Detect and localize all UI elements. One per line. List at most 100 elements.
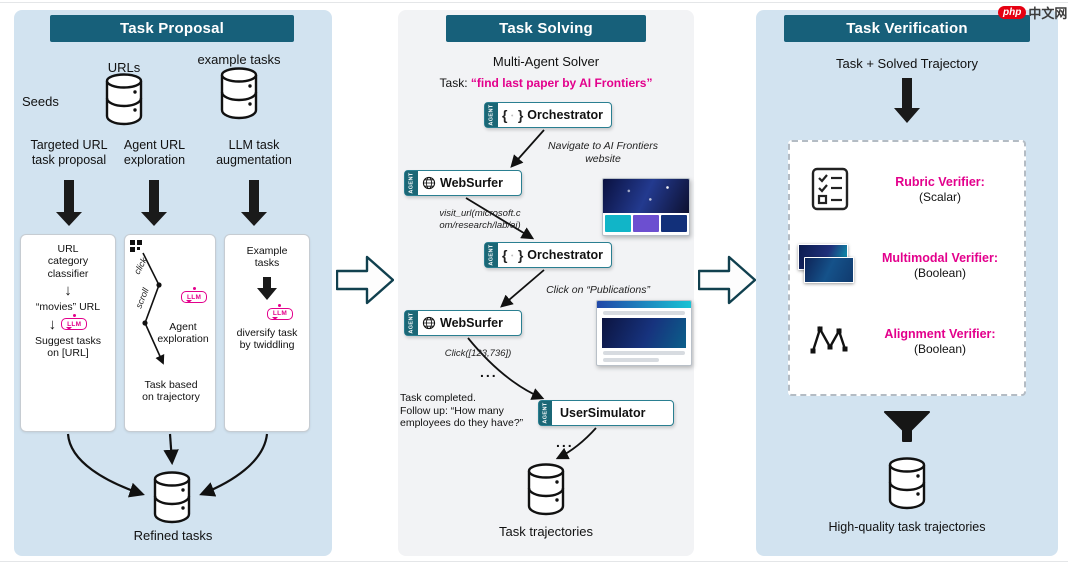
- agent-tag-label: AGENT: [488, 244, 495, 266]
- websurfer-label: WebSurfer: [440, 316, 503, 330]
- websurfer-box-2: AGENT WebSurfer: [404, 310, 522, 336]
- websurfer-box-1: AGENT WebSurfer: [404, 170, 522, 196]
- multi-agent-solver-label: Multi-Agent Solver: [492, 54, 600, 69]
- page-divider-top: [0, 2, 1068, 3]
- followup-text: Task completed. Follow up: “How many emp…: [400, 392, 524, 430]
- path-graph-icon: [810, 325, 848, 354]
- exploration-trajectory: click scroll: [132, 252, 165, 365]
- agent-tag: AGENT: [405, 171, 418, 195]
- rubric-verifier-type: (Scalar): [918, 190, 961, 205]
- checklist-icon: [811, 167, 849, 211]
- agent-tag: AGENT: [485, 243, 498, 267]
- agent-tag-label: AGENT: [408, 172, 415, 194]
- globe-icon: [422, 316, 436, 330]
- database-icon-hq-trajectories: [888, 457, 926, 510]
- screenshot-header-band: [597, 301, 691, 308]
- navigate-note: Navigate to AI Frontiers website: [548, 140, 658, 166]
- task-verification-title: Task Verification: [846, 20, 968, 37]
- rubric-verifier-name: Rubric Verifier:: [895, 175, 985, 189]
- orchestrator-label: Orchestrator: [527, 248, 603, 262]
- llm-icon: LLM: [61, 314, 88, 330]
- funnel-icon: [884, 411, 930, 442]
- task-line: Task: “find last paper by AI Frontiers”: [398, 76, 694, 90]
- llm-label: LLM: [187, 293, 202, 301]
- database-icon-task-trajectories: [527, 463, 565, 516]
- trajectory-node: [142, 320, 148, 326]
- method-agent-exploration-label: Agent URL exploration: [123, 138, 186, 167]
- screenshot-hero-image: [602, 318, 686, 348]
- database-icon-refined-tasks: [153, 471, 191, 524]
- method-targeted-url-label: Targeted URL task proposal: [30, 138, 108, 167]
- scroll-action-label: scroll: [134, 286, 152, 310]
- llm-label: LLM: [67, 320, 82, 328]
- orchestrator-box-2: AGENT { } Orchestrator: [484, 242, 612, 268]
- task-proposal-header: Task Proposal: [50, 15, 294, 42]
- task-verification-header: Task Verification: [784, 15, 1030, 42]
- down-arrow-icon: [894, 78, 920, 123]
- task-solving-title: Task Solving: [499, 20, 593, 37]
- method-llm-augmentation-label: LLM task augmentation: [216, 138, 292, 167]
- rubric-verifier-text: Rubric Verifier: (Scalar): [860, 174, 1020, 204]
- down-arrow-icon: [257, 276, 277, 300]
- task-trajectories-label: Task trajectories: [499, 524, 593, 539]
- url-classifier-box: URL category classifier ↓ “movies” URL ↓…: [20, 234, 116, 432]
- ellipsis: ...: [480, 364, 498, 380]
- agent-tag-label: AGENT: [408, 312, 415, 334]
- click-publications-note: Click on “Publications”: [546, 284, 650, 296]
- screenshots-icon: [798, 244, 858, 286]
- hq-trajectories-label: High-quality task trajectories: [828, 520, 986, 534]
- panel-task-solving: Task Solving Multi-Agent Solver Task: “f…: [398, 10, 694, 556]
- urls-label: URLs: [107, 60, 141, 75]
- orchestrator-icon: }: [517, 107, 524, 123]
- php-logo-icon: php: [998, 6, 1027, 19]
- agent-tag: AGENT: [485, 103, 498, 127]
- watermark: php 中文网: [998, 3, 1067, 22]
- orchestrator-icon: }: [517, 247, 524, 263]
- panel-task-verification: Task Verification Task + Solved Trajecto…: [756, 10, 1058, 556]
- screenshot-hero-image: [603, 179, 689, 213]
- usersimulator-box: AGENT UserSimulator: [538, 400, 674, 426]
- orchestrator-box-1: AGENT { } Orchestrator: [484, 102, 612, 128]
- alignment-verifier-name: Alignment Verifier:: [884, 327, 996, 341]
- agent-tag-label: AGENT: [488, 104, 495, 126]
- orchestrator-icon: {: [502, 107, 508, 123]
- screenshot-card-row: [603, 213, 689, 234]
- ellipsis: ...: [556, 434, 574, 450]
- example-tasks-label: example tasks: [197, 52, 281, 67]
- click-coords-note: Click([123,736]): [444, 348, 512, 359]
- orchestrator-label: Orchestrator: [527, 108, 603, 122]
- visit-url-note: visit_url(microsoft.c om/research/lab/ai…: [439, 208, 521, 231]
- screenshot-card: [605, 215, 631, 232]
- screenshot-card: [661, 215, 687, 232]
- agent-tag: AGENT: [405, 311, 418, 335]
- down-arrow-icon: ↓: [48, 315, 57, 333]
- url-classifier-step: URL category classifier: [47, 243, 89, 280]
- orchestrator-icon: {: [502, 247, 508, 263]
- llm-label: LLM: [272, 310, 288, 318]
- screenshot-text-line: [603, 351, 685, 355]
- database-icon-example-tasks: [220, 67, 258, 120]
- alignment-verifier-type: (Boolean): [913, 342, 967, 357]
- page-divider-bottom: [0, 561, 1068, 562]
- suggest-tasks-step: Suggest tasks on [URL]: [35, 334, 101, 359]
- multimodal-verifier-name: Multimodal Verifier:: [882, 251, 998, 265]
- agent-exploration-label: Agent exploration: [157, 321, 209, 346]
- seeds-label: Seeds: [22, 94, 59, 109]
- task-quote: “find last paper by AI Frontiers”: [470, 76, 653, 90]
- diversify-task-step: diversify task by twiddling: [236, 326, 298, 352]
- movies-url-step: “movies” URL: [35, 301, 101, 314]
- proposal-connectors: [56, 180, 269, 498]
- task-proposal-title: Task Proposal: [119, 20, 225, 37]
- agent-exploration-box: click scroll LLM Agent exploration Task …: [124, 234, 216, 432]
- down-arrow-icon: ↓: [64, 282, 72, 300]
- refined-tasks-label: Refined tasks: [133, 528, 213, 543]
- webpage-screenshot-ai-frontiers: [602, 178, 690, 236]
- gear-icon: [511, 254, 514, 256]
- gear-icon: [511, 114, 514, 116]
- multimodal-verifier-type: (Boolean): [913, 266, 967, 281]
- watermark-site-text: 中文网: [1028, 6, 1068, 21]
- trajectory-node: [156, 282, 162, 288]
- verification-input-label: Task + Solved Trajectory: [836, 56, 978, 71]
- example-tasks-step: Example tasks: [246, 245, 288, 270]
